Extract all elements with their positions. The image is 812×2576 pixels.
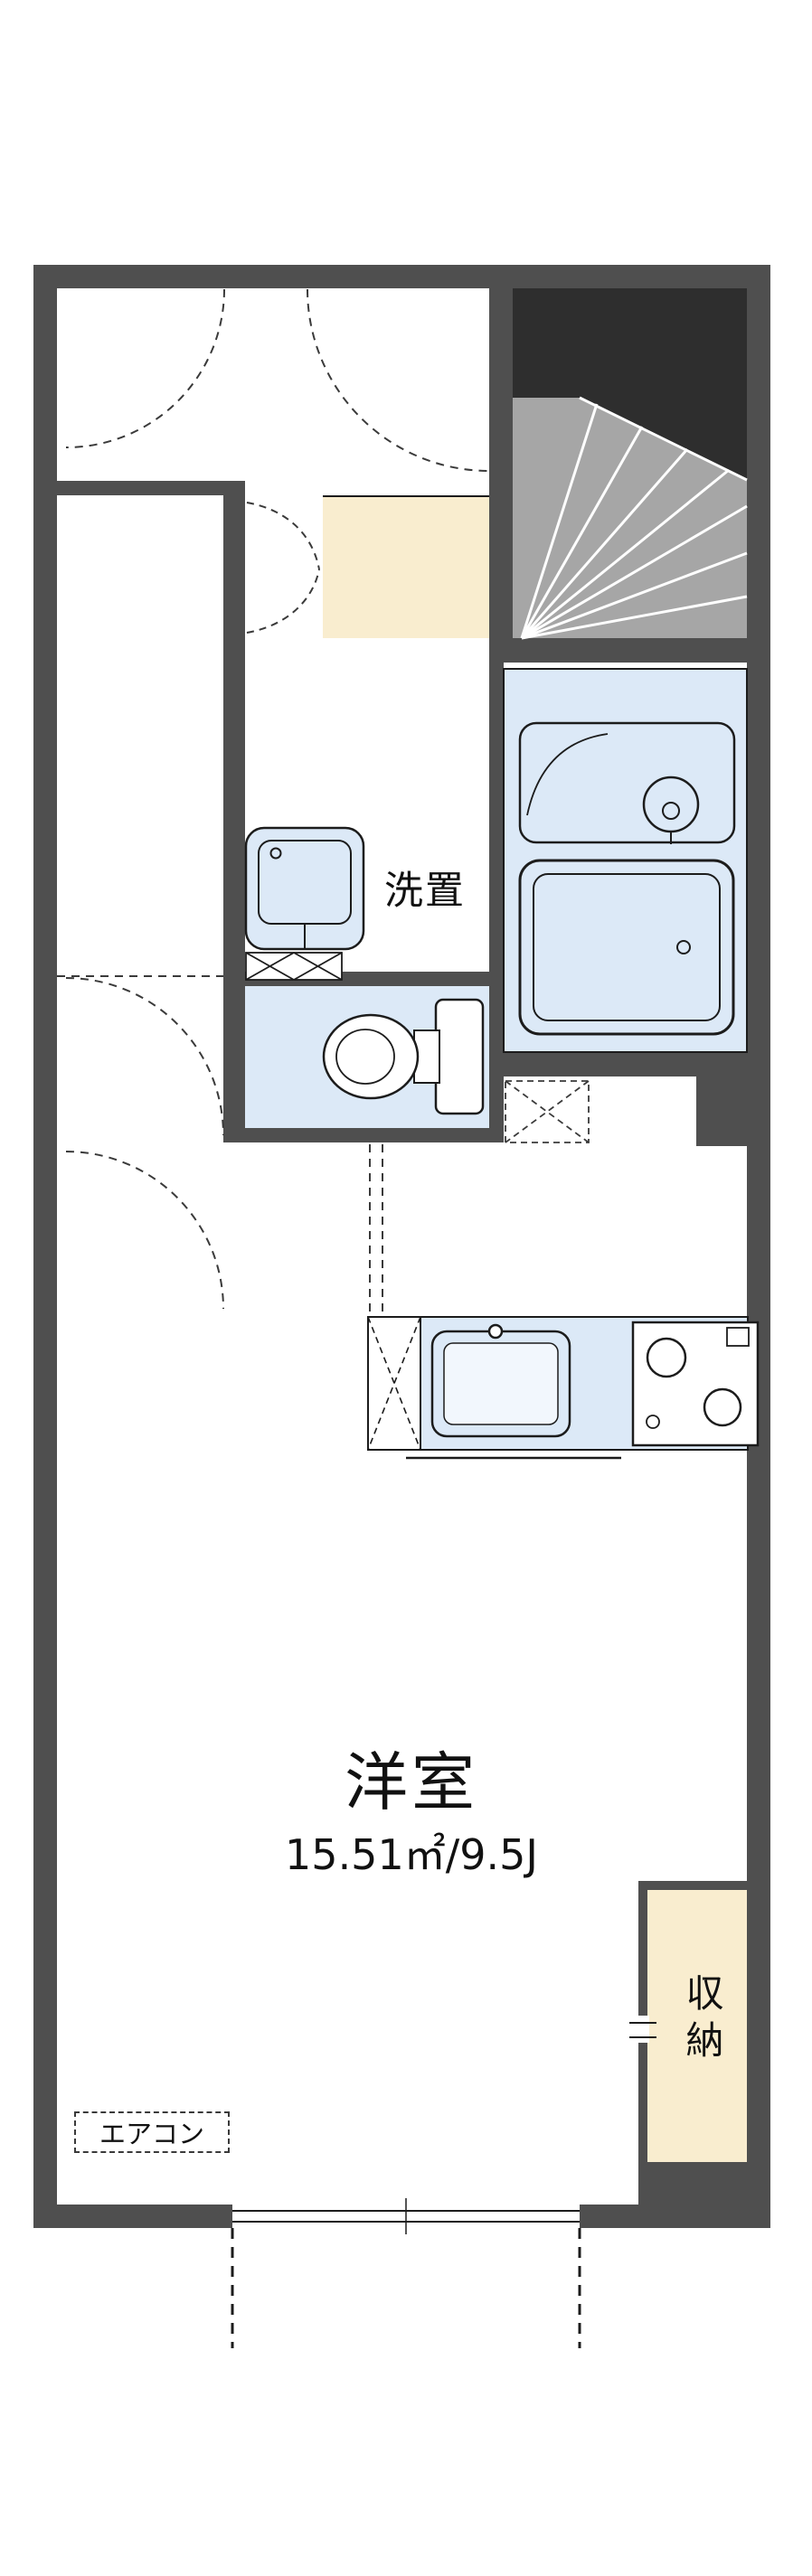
bathtub-inner: [533, 873, 721, 1021]
wall-segment: [57, 481, 245, 495]
door-arc-hall-lower: [65, 1151, 224, 1310]
washing-machine-pan: [245, 952, 343, 981]
wall-segment: [489, 663, 504, 1142]
kitchen-stove: [631, 1321, 760, 1447]
walls: [33, 265, 770, 2228]
main-room-label: 洋室: [345, 1745, 478, 1819]
wall-segment: [747, 265, 770, 2228]
door-arc-hall-upper: [65, 977, 224, 1136]
storage-door-gap: [637, 2016, 649, 2043]
bath-counter-curve: [526, 733, 609, 816]
wall-segment: [223, 1128, 504, 1142]
stove-burner: [646, 1337, 687, 1378]
wall-segment: [33, 265, 57, 2228]
wall-segment: [489, 265, 513, 663]
door-arc-entry-right: [307, 288, 490, 472]
stove-burner: [703, 1387, 742, 1427]
entrance-area: [246, 495, 489, 638]
folding-door: [246, 569, 320, 634]
washroom-label: 洗置: [384, 869, 466, 914]
wall-segment: [489, 1052, 696, 1076]
storage-closet: [629, 1890, 747, 2162]
door-arc-entry-left: [65, 288, 225, 448]
toilet-seat: [335, 1029, 395, 1085]
stair-upper-flight: [513, 288, 747, 480]
stair-step-lines: [520, 396, 748, 640]
aircon-label: エアコン: [74, 2111, 230, 2153]
bathroom: [503, 668, 748, 1053]
wall-segment: [33, 2205, 232, 2228]
bath-washbowl-drain: [662, 802, 680, 820]
toilet-bowl: [322, 1013, 420, 1100]
toilet-tank: [434, 998, 485, 1115]
kitchen-sink-basin: [443, 1342, 559, 1425]
bathtub: [518, 859, 735, 1036]
stove-control: [726, 1327, 750, 1347]
room-size-label: 15.51㎡/9.5J: [285, 1830, 538, 1879]
storage-label: 収納: [680, 1973, 724, 2067]
kitchen-faucet: [487, 1323, 504, 1340]
bathtub-drain: [676, 940, 691, 954]
storage-floor: [647, 1890, 747, 2162]
toilet-room: [245, 986, 489, 1128]
wall-segment: [638, 2162, 770, 2228]
bath-counter: [518, 721, 736, 844]
staircase: [513, 288, 748, 640]
window-area: [231, 2198, 581, 2348]
stove-small-burner: [646, 1415, 660, 1429]
folding-door: [246, 502, 320, 570]
washbasin-faucet: [269, 847, 282, 860]
kitchen-hatch-box: [367, 1316, 421, 1451]
washroom-area: [244, 826, 365, 981]
entrance-floor: [323, 495, 489, 638]
wall-segment: [696, 1052, 770, 1146]
wall-segment: [638, 1881, 770, 1890]
pipe-space: [505, 1080, 590, 1143]
wall-segment: [223, 481, 245, 1142]
kitchen: [367, 1316, 760, 1460]
wall-segment: [489, 638, 770, 663]
wall-segment: [33, 265, 770, 288]
